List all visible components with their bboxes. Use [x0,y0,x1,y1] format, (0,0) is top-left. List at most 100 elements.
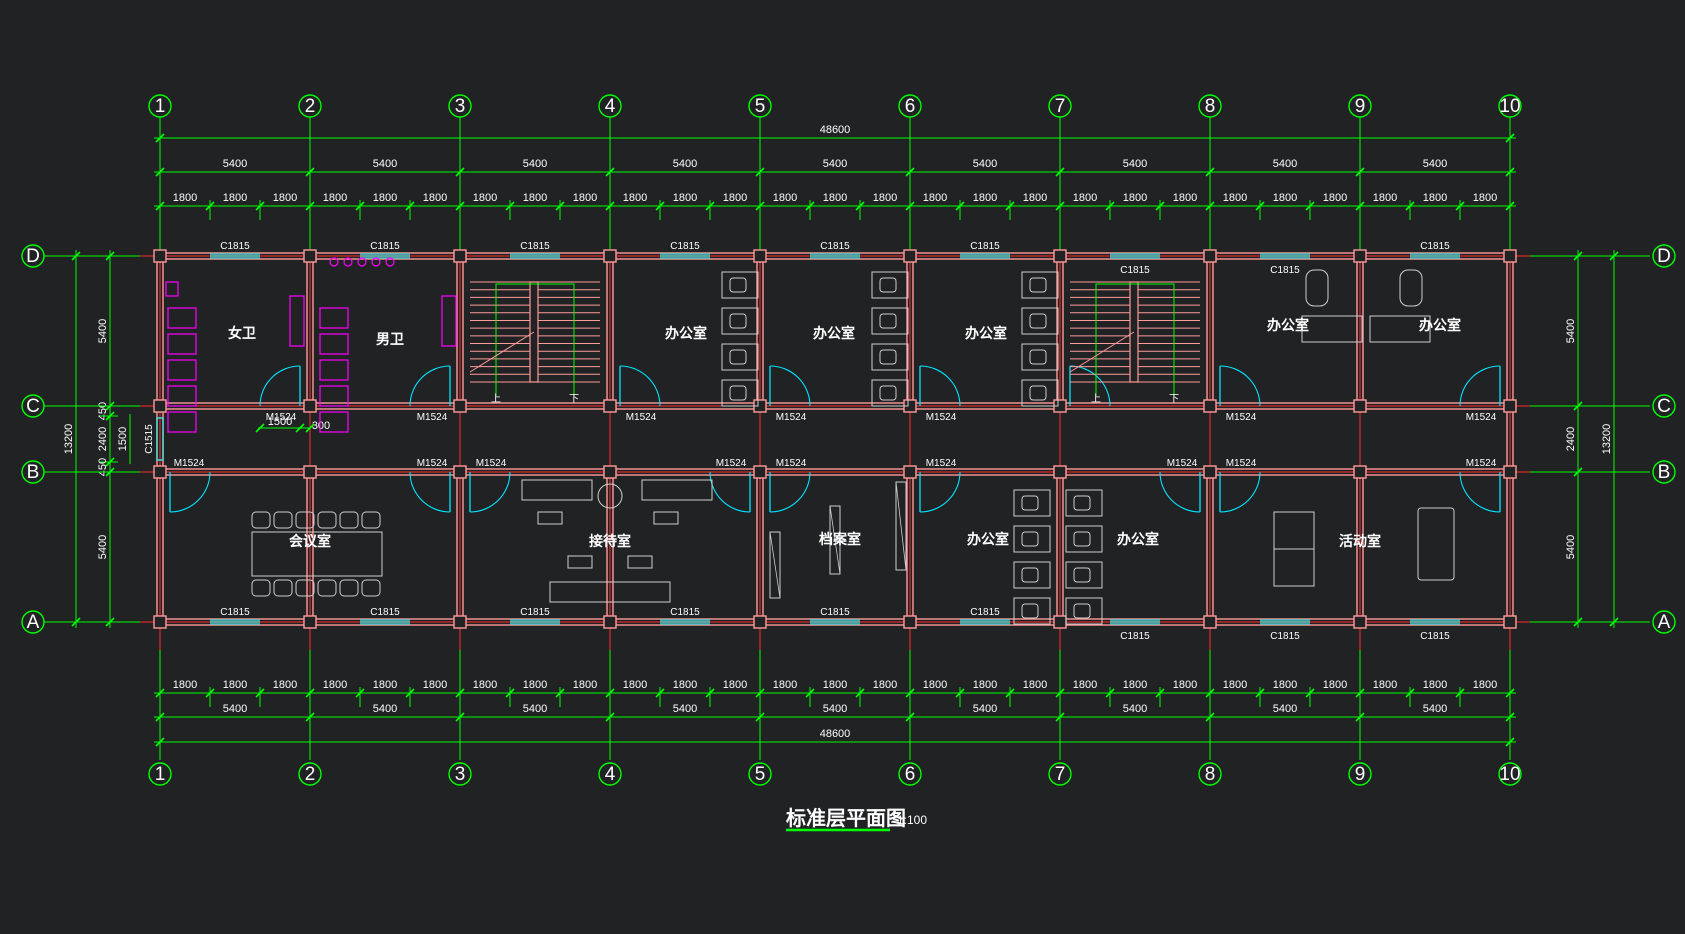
door-office-4-label: M1524 [1226,412,1257,423]
office-desk-upper-chair [729,313,747,329]
door-activity-left-label: M1524 [1226,458,1257,469]
dim-bottom-sub-label: 1800 [973,679,997,691]
dim-bottom-sub-label: 1800 [473,679,497,691]
structural-column [603,615,617,629]
office-desk-upper-chair [729,385,747,401]
executive-chair [1399,269,1423,307]
structural-column [753,249,767,263]
window-top-3 [510,253,560,259]
axis-col-top-4-label: 4 [605,96,616,117]
axis-col-bottom-2-circle [298,762,322,786]
axis-row-left-C-circle [21,394,45,418]
meeting-chair [251,511,271,529]
axis-col-top-1-label: 1 [155,96,166,117]
axis-col-top-7-circle [1048,94,1072,118]
door-office-7-swing [1159,471,1201,513]
room-label-2: 男卫 [376,331,404,347]
coffee-table [627,555,653,569]
structural-column [1503,465,1517,479]
door-meeting-right-swing [409,471,451,513]
grid-lines [40,115,1650,760]
dim-bottom-sub-label: 1800 [623,679,647,691]
axis-col-top-9-label: 9 [1355,96,1366,117]
office-desk-lower [1013,597,1051,625]
window-top-3-label: C1815 [520,241,550,252]
axis-col-bottom-9-label: 9 [1355,764,1366,785]
coffee-table [537,511,563,525]
door-archive-swing [769,471,811,513]
dim-bottom-sub-label: 1800 [873,679,897,691]
dim-top-sub-label: 1800 [523,192,547,204]
dim-top-sub-label: 1800 [1173,192,1197,204]
sofa [641,479,713,501]
door-men-swing [409,365,451,407]
door-office-3-swing [919,365,961,407]
structural-column [453,465,467,479]
dim-bottom-sub-tick [205,688,215,698]
dim-top-sub-tick [655,201,665,211]
meeting-table [251,531,383,577]
archive-shelf-x [829,505,841,575]
window-top-9-label: C1815 [1420,241,1450,252]
dim-top-sub-label: 1800 [223,192,247,204]
furniture [165,257,1455,625]
window-bottom-9 [1410,619,1460,625]
dim-top-sub-tick [205,201,215,211]
dim-bottom-bay-label: 5400 [523,703,547,715]
axis-row-left-B-label: B [27,462,40,483]
structural-column [1203,615,1217,629]
room-label-13: 活动室 [1339,533,1381,549]
dim-bottom-sub-tick [1305,688,1315,698]
structural-column [153,615,167,629]
office-desk-lower-chair [1073,603,1091,619]
toilet-stall-men [319,333,349,355]
axis-row-right-A-circle [1652,610,1676,634]
office-desk-lower-chair [1073,567,1091,583]
window-bottom-2 [360,619,410,625]
window-top-5-label: C1815 [820,241,850,252]
dim-left-inner-label: 450 [97,402,109,420]
window-top-1 [210,253,260,259]
dim-top-bay-label: 5400 [973,158,997,170]
dim-top-bay-label: 5400 [373,158,397,170]
dim-toilet-door-size: 1500 [268,416,292,428]
dim-top-sub-label: 1800 [1373,192,1397,204]
structural-column [1503,249,1517,263]
dim-toilet-tick [305,423,315,433]
dim-left-inner-label: 2400 [97,427,109,451]
axis-row-right-D-label: D [1657,246,1671,267]
dim-top-sub-label: 1800 [273,192,297,204]
window-bottom-5 [810,619,860,625]
office-desk-lower [1065,561,1103,589]
washbasin-women [289,295,305,347]
dim-right-inner-label: 5400 [1565,535,1577,559]
dim-top-sub-tick [505,201,515,211]
dim-bottom-bay-label: 5400 [1123,703,1147,715]
office-desk-upper [1021,343,1059,371]
door-office-4-swing [1219,365,1261,407]
door-stair-2-swing [1069,365,1111,407]
dim-bottom-sub-label: 1800 [1273,679,1297,691]
office-desk-upper-chair [879,385,897,401]
axis-col-bottom-3-label: 3 [455,764,466,785]
dim-top-bay-label: 5400 [523,158,547,170]
dim-toilet-tick [255,423,265,433]
stair-1-up: 上 [491,393,501,405]
window-bottom-7-label: C1815 [1120,631,1150,642]
window-top-4 [660,253,710,259]
dim-top-sub-tick [1005,201,1015,211]
axis-col-top-4-circle [598,94,622,118]
office-desk-lower-chair [1021,531,1039,547]
toilet-stall-women [167,359,197,381]
structural-column [903,465,917,479]
door-office-2-label: M1524 [776,412,807,423]
axis-col-bottom-4-label: 4 [605,764,616,785]
dim-top-sub-tick [255,201,265,211]
dim-top-sub-tick [955,201,965,211]
door-reception-right-label: M1524 [716,458,747,469]
dim-top-sub-tick [1155,201,1165,211]
structural-column [903,615,917,629]
office-desk-upper-chair [1029,313,1047,329]
axis-row-right-C-circle [1652,394,1676,418]
